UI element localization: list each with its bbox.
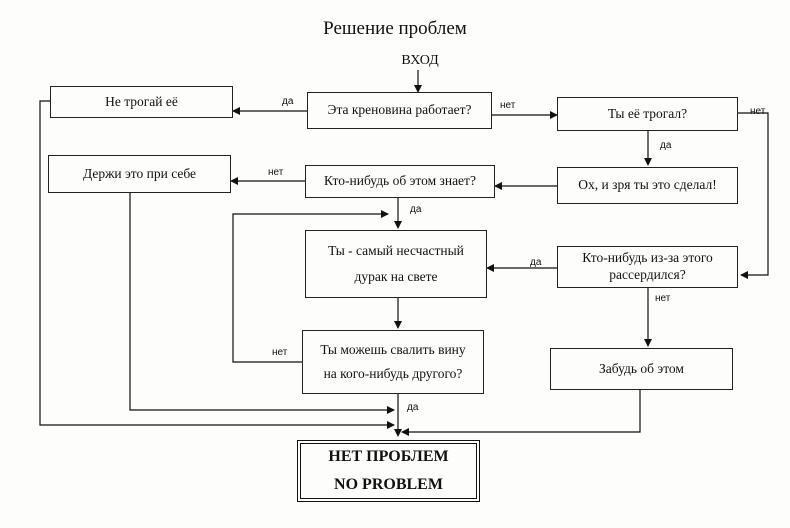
label-touched-no: нет xyxy=(750,106,766,117)
label-works-yes: да xyxy=(282,96,294,107)
node-final-line2: NO PROBLEM xyxy=(334,476,443,493)
node-shouldnt-text: Ох, и зря ты это сделал! xyxy=(578,177,717,193)
node-blame-line1: Ты можешь свалить вину xyxy=(320,341,466,357)
node-knows: Кто-нибудь об этом знает? xyxy=(305,165,495,198)
node-blame: Ты можешь свалить вину на кого-нибудь др… xyxy=(302,330,484,394)
arrow-touched-no xyxy=(738,112,769,279)
label-touched-yes: да xyxy=(660,140,672,151)
label-blame-yes: да xyxy=(407,402,419,413)
node-final: НЕТ ПРОБЛЕМ NO PROBLEM xyxy=(297,440,480,502)
entry-label: ВХОД xyxy=(401,53,439,68)
node-fool-line1: Ты - самый несчастный xyxy=(328,242,464,258)
node-fool-line2: дурак на свете xyxy=(354,269,438,284)
node-keep-text: Держи это при себе xyxy=(82,165,197,181)
label-knows-yes: да xyxy=(410,204,422,215)
node-knows-text: Кто-нибудь об этом знает? xyxy=(324,173,476,189)
arrow-blame-no xyxy=(232,210,389,363)
arrow-forget-to-final xyxy=(401,390,641,436)
node-touched: Ты её трогал? xyxy=(557,97,738,131)
node-touched-text: Ты её трогал? xyxy=(607,105,688,121)
node-works: Эта креновина работает? xyxy=(307,92,492,129)
node-forget: Забудь об этом xyxy=(550,348,733,390)
node-works-text: Эта креновина работает? xyxy=(327,102,472,118)
node-dont-touch-text: Не трогай её xyxy=(105,93,178,109)
node-fool: Ты - самый несчастный дурак на свете xyxy=(305,230,487,298)
label-angry-no: нет xyxy=(655,293,671,304)
node-keep: Держи это при себе xyxy=(48,155,231,193)
label-knows-no: нет xyxy=(268,167,284,178)
node-shouldnt: Ох, и зря ты это сделал! xyxy=(557,167,738,204)
node-angry-line2: рассердился? xyxy=(609,267,686,282)
node-final-line1: НЕТ ПРОБЛЕМ xyxy=(328,448,449,465)
arrow-donttouch-to-final xyxy=(39,100,395,429)
label-works-no: нет xyxy=(500,100,516,111)
arrow-keep-to-final xyxy=(129,193,395,414)
page-title: Решение проблем xyxy=(323,18,467,39)
node-angry: Кто-нибудь из-за этого рассердился? xyxy=(557,246,738,288)
node-dont-touch: Не трогай её xyxy=(50,86,233,118)
label-blame-no: нет xyxy=(272,347,288,358)
label-angry-yes: да xyxy=(530,257,542,268)
node-forget-text: Забудь об этом xyxy=(599,360,684,376)
node-angry-line1: Кто-нибудь из-за этого xyxy=(582,250,713,266)
node-blame-line2: на кого-нибудь другого? xyxy=(323,366,463,381)
